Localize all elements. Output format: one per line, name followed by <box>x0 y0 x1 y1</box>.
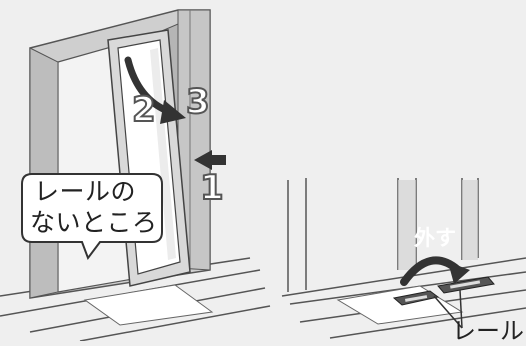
callout-line-2: ないところ <box>30 207 158 239</box>
floor-mat <box>85 285 212 325</box>
callout-line-1: レールの <box>34 176 136 208</box>
step-1-label: 1 <box>200 168 224 208</box>
step-2-label: 2 <box>132 90 156 130</box>
remove-label: 外す <box>414 222 456 252</box>
step-3-label: 3 <box>186 82 210 122</box>
